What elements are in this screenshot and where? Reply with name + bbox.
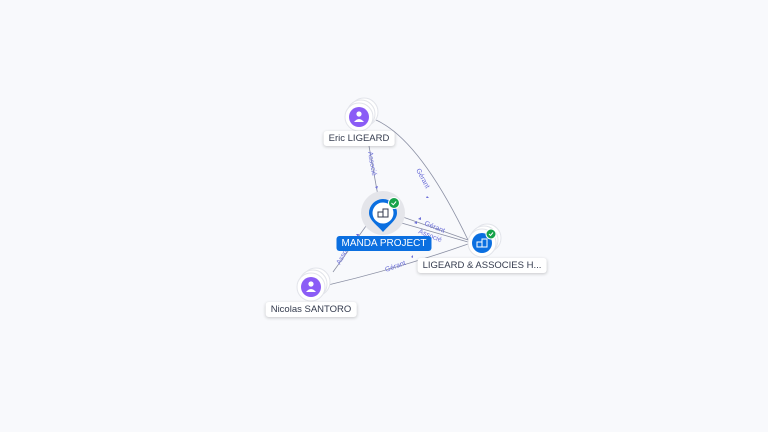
edge-manda-ligeard-1 — [399, 215, 469, 241]
arrow-icon — [411, 255, 413, 258]
node-nicolas[interactable] — [296, 267, 331, 302]
node-eric[interactable] — [344, 97, 379, 132]
edge-nicolas-ligeard — [327, 243, 469, 286]
arrow-icon — [375, 186, 378, 189]
node-ligeard[interactable] — [467, 223, 502, 258]
node-label-ligeard[interactable]: LIGEARD & ASSOCIES H... — [417, 258, 547, 273]
arrow-icon — [418, 217, 421, 220]
verified-icon — [485, 228, 497, 240]
node-label-eric[interactable]: Eric LIGEARD — [323, 131, 395, 146]
verified-icon — [388, 197, 400, 209]
person-icon — [306, 281, 316, 292]
edge-eric-ligeard — [375, 119, 469, 241]
edge-label: Associé — [366, 151, 377, 176]
building-icon — [476, 238, 488, 248]
edge-label: Gérant — [414, 168, 430, 190]
edge-manda-ligeard-2 — [397, 221, 469, 243]
node-manda[interactable] — [361, 191, 405, 235]
node-label-nicolas[interactable]: Nicolas SANTORO — [265, 302, 357, 317]
building-icon — [377, 208, 389, 218]
arrow-icon — [414, 221, 417, 224]
person-icon — [354, 111, 364, 122]
edge-label: Gérant — [384, 260, 407, 274]
arrow-icon — [426, 196, 429, 198]
node-label-manda[interactable]: MANDA PROJECT — [336, 236, 432, 251]
